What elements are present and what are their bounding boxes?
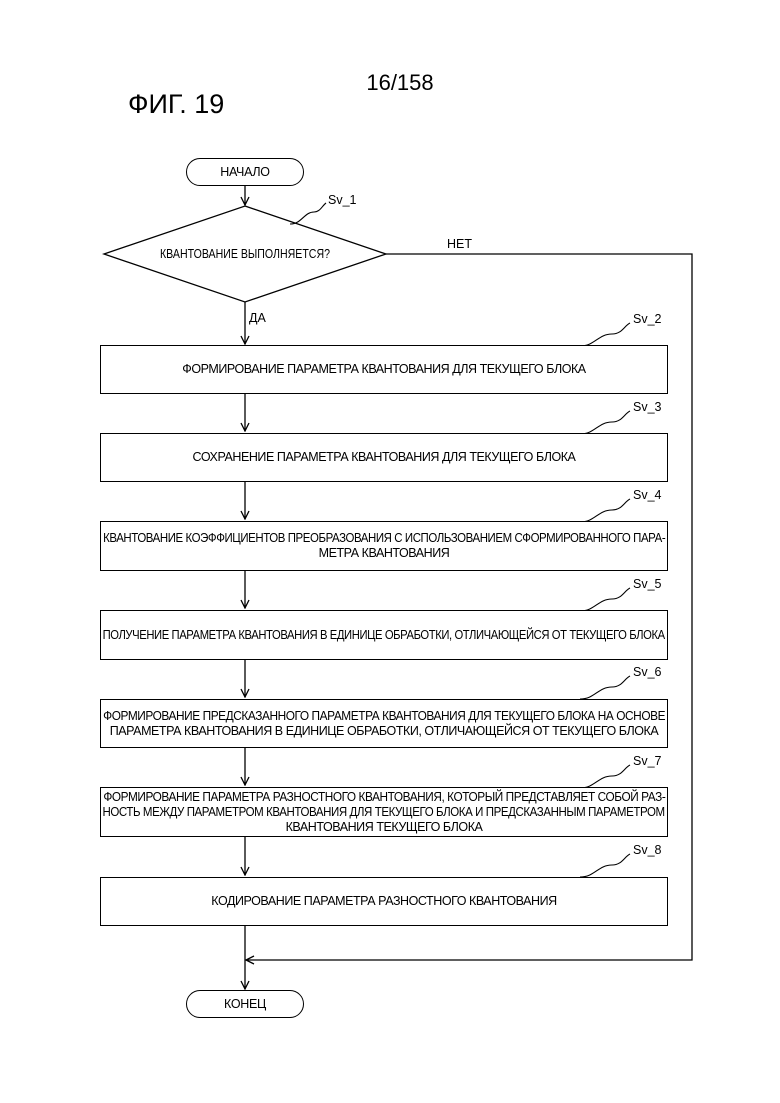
start-terminal: НАЧАЛО: [186, 158, 304, 186]
process-step-sv7: ФОРМИРОВАНИЕ ПАРАМЕТРА РАЗНОСТНОГО КВАНТ…: [100, 787, 668, 837]
decision-text: КВАНТОВАНИЕ ВЫПОЛНЯЕТСЯ?: [160, 247, 330, 261]
process-step-sv4: КВАНТОВАНИЕ КОЭФФИЦИЕНТОВ ПРЕОБРАЗОВАНИЯ…: [100, 521, 668, 571]
step-ref-sv8: Sv_8: [633, 843, 662, 857]
ref-leader-sv8: [580, 854, 630, 877]
process-step-sv3: СОХРАНЕНИЕ ПАРАМЕТРА КВАНТОВАНИЯ ДЛЯ ТЕК…: [100, 433, 668, 482]
no-label: НЕТ: [447, 237, 472, 251]
ref-leader-sv2: [580, 323, 630, 346]
ref-leader-sv1: [290, 203, 326, 224]
step-text-line: КОДИРОВАНИЕ ПАРАМЕТРА РАЗНОСТНОГО КВАНТО…: [211, 894, 556, 909]
step-text-line: ФОРМИРОВАНИЕ ПРЕДСКАЗАННОГО ПАРАМЕТРА КВ…: [103, 709, 665, 724]
step-text-line: КВАНТОВАНИЕ КОЭФФИЦИЕНТОВ ПРЕОБРАЗОВАНИЯ…: [103, 531, 665, 546]
ref-leader-sv5: [580, 588, 630, 611]
step-ref-sv7: Sv_7: [633, 754, 662, 768]
ref-leader-sv6: [580, 676, 630, 699]
process-step-sv2: ФОРМИРОВАНИЕ ПАРАМЕТРА КВАНТОВАНИЯ ДЛЯ Т…: [100, 345, 668, 394]
step-ref-sv3: Sv_3: [633, 400, 662, 414]
step-text-line: КВАНТОВАНИЯ ТЕКУЩЕГО БЛОКА: [286, 820, 483, 835]
step-text-line: МЕТРА КВАНТОВАНИЯ: [319, 546, 450, 561]
step-text-line: НОСТЬ МЕЖДУ ПАРАМЕТРОМ КВАНТОВАНИЯ ДЛЯ Т…: [103, 805, 665, 820]
process-step-sv5: ПОЛУЧЕНИЕ ПАРАМЕТРА КВАНТОВАНИЯ В ЕДИНИЦ…: [100, 610, 668, 660]
yes-label: ДА: [249, 311, 266, 325]
step-text-line: ПАРАМЕТРА КВАНТОВАНИЯ В ЕДИНИЦЕ ОБРАБОТК…: [110, 724, 659, 739]
step-ref-sv4: Sv_4: [633, 488, 662, 502]
step-text-line: ФОРМИРОВАНИЕ ПАРАМЕТРА КВАНТОВАНИЯ ДЛЯ Т…: [182, 362, 585, 377]
step-text-line: ФОРМИРОВАНИЕ ПАРАМЕТРА РАЗНОСТНОГО КВАНТ…: [103, 790, 665, 805]
process-step-sv8: КОДИРОВАНИЕ ПАРАМЕТРА РАЗНОСТНОГО КВАНТО…: [100, 877, 668, 926]
ref-leader-sv7: [580, 765, 630, 788]
end-terminal: КОНЕЦ: [186, 990, 304, 1018]
step-ref-sv5: Sv_5: [633, 577, 662, 591]
step-ref-sv6: Sv_6: [633, 665, 662, 679]
ref-leader-sv4: [580, 499, 630, 522]
step-text-line: ПОЛУЧЕНИЕ ПАРАМЕТРА КВАНТОВАНИЯ В ЕДИНИЦ…: [103, 628, 665, 643]
step-text-line: СОХРАНЕНИЕ ПАРАМЕТРА КВАНТОВАНИЯ ДЛЯ ТЕК…: [193, 450, 576, 465]
step-ref-sv2: Sv_2: [633, 312, 662, 326]
ref-leader-sv3: [580, 411, 630, 434]
step-ref-sv1: Sv_1: [328, 193, 357, 207]
process-step-sv6: ФОРМИРОВАНИЕ ПРЕДСКАЗАННОГО ПАРАМЕТРА КВ…: [100, 699, 668, 748]
